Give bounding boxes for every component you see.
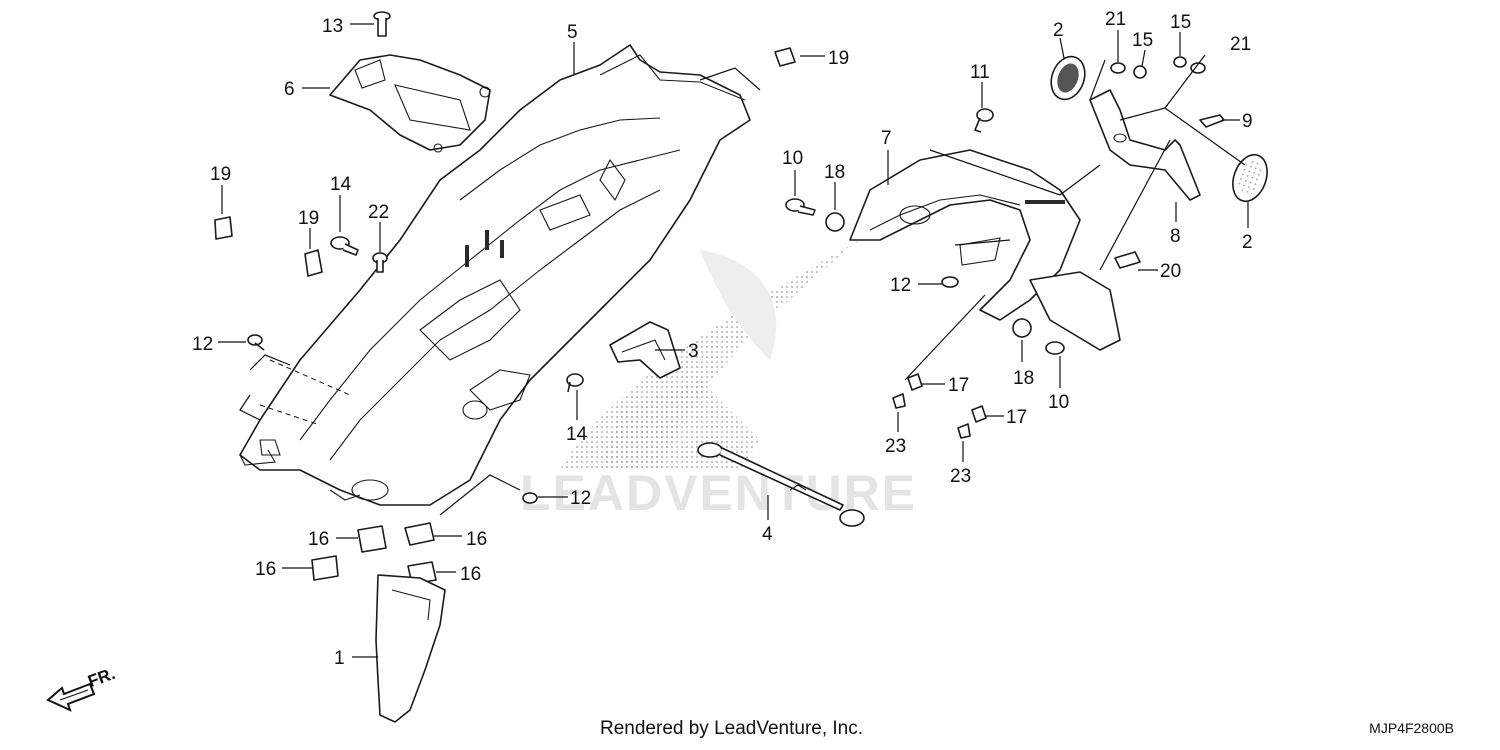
callout-19-a: 19 — [828, 48, 849, 69]
callout-labels: 13 5 6 19 19 14 19 22 12 14 3 12 4 16 16… — [192, 9, 1253, 669]
tail-cover-7-part — [849, 149, 1121, 351]
callout-16-d: 16 — [460, 564, 481, 585]
callout-14-b: 14 — [566, 424, 588, 445]
front-splash-1-part — [375, 574, 446, 723]
rear-fender-part — [239, 44, 751, 506]
callout-10-a: 10 — [782, 148, 803, 169]
tool-strap-part — [697, 442, 865, 527]
callout-12-c: 12 — [890, 275, 911, 296]
callout-9: 9 — [1242, 111, 1253, 132]
hardware-right — [785, 56, 1206, 439]
callout-19-b: 19 — [210, 164, 231, 185]
callout-2-a: 2 — [1053, 20, 1064, 41]
callout-18-b: 18 — [1013, 368, 1034, 389]
plate-bracket-8-part — [1089, 89, 1225, 201]
callout-16-c: 16 — [255, 559, 276, 580]
callout-12-b: 12 — [570, 488, 591, 509]
footer-credit: Rendered by LeadVenture, Inc. — [600, 718, 864, 739]
bolts-left — [247, 236, 584, 504]
callout-22: 22 — [368, 202, 389, 223]
callout-10-b: 10 — [1048, 392, 1069, 413]
callout-11: 11 — [970, 62, 990, 83]
callout-13: 13 — [322, 16, 343, 37]
callout-3: 3 — [688, 341, 699, 362]
front-arrow-icon — [46, 682, 96, 712]
speed-nuts-16 — [311, 522, 437, 585]
reflector-2-bottom — [1232, 153, 1268, 203]
callout-15-b: 15 — [1170, 12, 1191, 33]
callout-14-a: 14 — [330, 174, 352, 195]
callout-21-b: 21 — [1230, 34, 1251, 55]
screw-13-part — [373, 11, 391, 37]
callout-17-b: 17 — [1006, 407, 1027, 428]
callout-2-b: 2 — [1242, 232, 1253, 253]
callout-4: 4 — [762, 524, 773, 545]
callout-16-a: 16 — [308, 529, 329, 550]
callout-5: 5 — [567, 22, 578, 43]
callout-21-a: 21 — [1105, 9, 1126, 30]
callout-1: 1 — [334, 648, 345, 669]
guard-3-part — [609, 321, 681, 379]
ecu-holder-part — [329, 54, 491, 153]
callout-15-a: 15 — [1132, 30, 1153, 51]
callout-23-b: 23 — [950, 466, 971, 487]
callout-7: 7 — [881, 128, 892, 149]
diagram-code: MJP4F2800B — [1369, 720, 1454, 736]
reference-lines — [239, 54, 1246, 516]
clip-19-parts — [214, 47, 796, 277]
callout-12-a: 12 — [192, 334, 213, 355]
callout-18-a: 18 — [824, 162, 845, 183]
callout-19-c: 19 — [298, 208, 319, 229]
watermark-logo: LEADVENTURE — [520, 240, 915, 521]
callout-16-b: 16 — [466, 529, 487, 550]
callout-6: 6 — [284, 79, 295, 100]
reflector-2-top — [1050, 55, 1086, 101]
callout-8: 8 — [1170, 226, 1181, 247]
callout-17-a: 17 — [948, 375, 969, 396]
leader-lines — [218, 23, 1249, 658]
callout-20: 20 — [1160, 261, 1181, 282]
callout-23-a: 23 — [885, 436, 906, 457]
